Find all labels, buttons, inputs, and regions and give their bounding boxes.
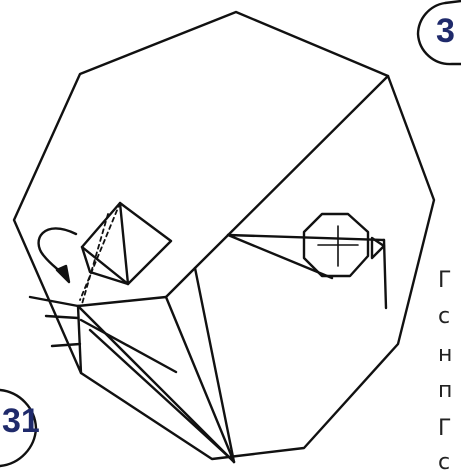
left-flap-small-1 (46, 316, 78, 318)
right-fold-vertical (384, 240, 386, 308)
left-flap-fold-2 (166, 297, 234, 462)
text-fragment: н (438, 344, 452, 366)
step-number-31: 31 (2, 404, 40, 438)
step-number-partial: 3 (436, 14, 455, 48)
octagon-outline (14, 12, 434, 459)
text-fragment: Г (438, 418, 451, 440)
left-flap-fold-1 (78, 306, 234, 462)
left-flap-fold-3 (166, 268, 195, 297)
text-fragment: с (438, 306, 450, 328)
diamond-crease (120, 203, 128, 284)
left-flap-vertical (78, 306, 81, 373)
text-fragment: с (438, 452, 450, 472)
text-fragment: Г (438, 270, 451, 292)
text-fragment: п (438, 380, 452, 402)
left-flap-small-2 (52, 344, 80, 346)
fold-arrow-head (57, 266, 69, 282)
right-fold-upper (228, 235, 384, 240)
